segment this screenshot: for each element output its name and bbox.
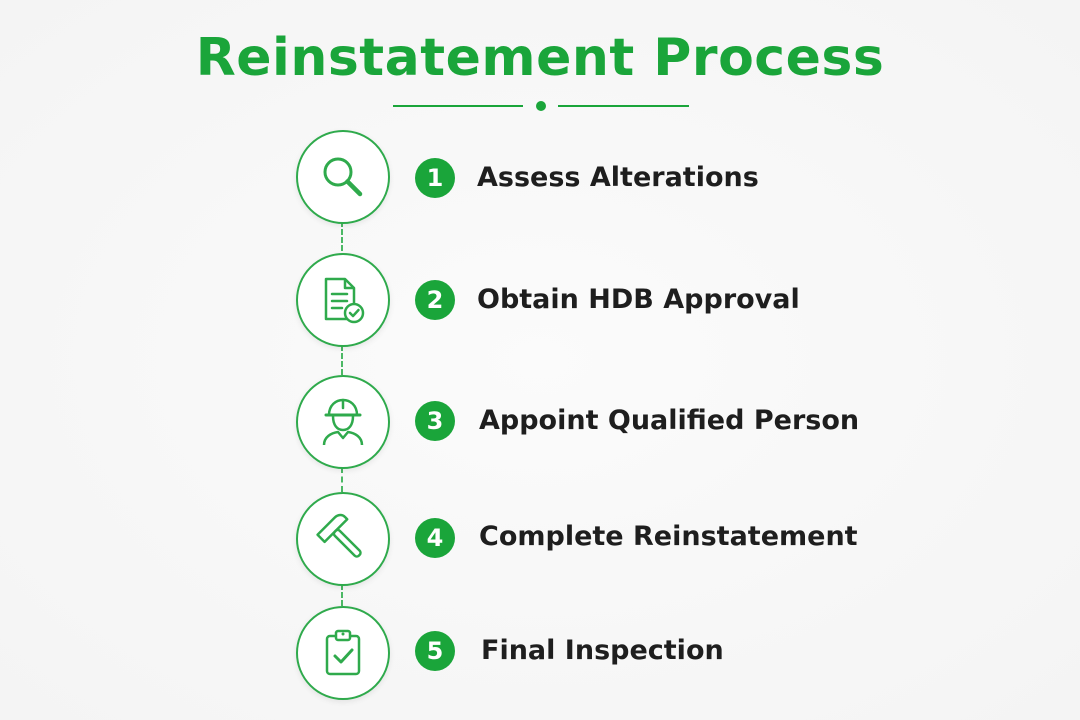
magnifying-glass-icon	[323, 157, 363, 197]
step-5-label: Final Inspection	[481, 635, 724, 666]
step-1-icon-circle	[296, 130, 390, 224]
connector-4-5	[341, 584, 343, 606]
document-check-icon	[324, 277, 365, 324]
step-4-label: Complete Reinstatement	[479, 521, 858, 552]
connector-1-2	[341, 221, 343, 251]
step-3-label: Appoint Qualified Person	[479, 405, 860, 436]
title-divider-dot	[536, 101, 546, 111]
page-title: Reinstatement Process	[195, 28, 885, 88]
step-5-number-badge: 5	[415, 631, 455, 671]
step-4-icon-circle	[296, 492, 390, 586]
step-2-number-badge: 2	[415, 280, 455, 320]
step-4-number-badge: 4	[415, 518, 455, 558]
step-3-number-badge: 3	[415, 401, 455, 441]
step-1-number-badge: 1	[415, 158, 455, 198]
worker-hard-hat-icon	[322, 398, 364, 446]
connector-3-4	[341, 467, 343, 492]
step-2-icon-circle	[296, 253, 390, 347]
title-divider-left	[393, 105, 523, 107]
hammer-icon	[316, 513, 362, 558]
step-5-icon-circle	[296, 606, 390, 700]
step-1-label: Assess Alterations	[477, 162, 759, 193]
connector-2-3	[341, 345, 343, 375]
title-divider-right	[558, 105, 689, 107]
step-3-icon-circle	[296, 375, 390, 469]
clipboard-check-icon	[325, 629, 361, 676]
step-2-label: Obtain HDB Approval	[477, 284, 800, 315]
